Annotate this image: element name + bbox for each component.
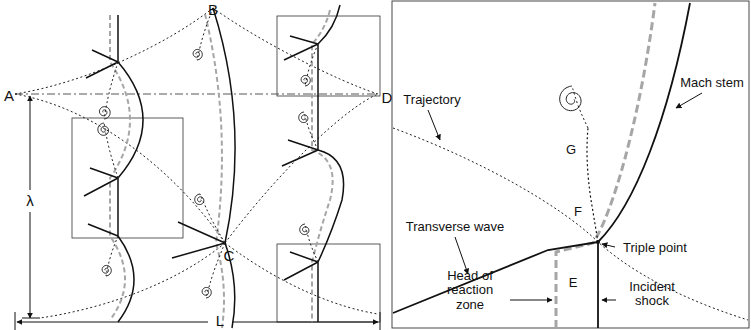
triple-point-dot bbox=[596, 240, 600, 244]
point-label: B bbox=[208, 2, 218, 19]
vortex-spiral bbox=[195, 194, 204, 205]
point-label: D bbox=[382, 90, 393, 107]
triple-point-trajectory bbox=[15, 8, 378, 318]
vortex-spiral bbox=[202, 287, 211, 298]
dimension-label: λ bbox=[26, 193, 34, 210]
callout-label: Trajectory bbox=[403, 93, 460, 107]
vortex-spiral bbox=[98, 123, 109, 135]
incident-shock bbox=[597, 242, 599, 328]
region-label: E bbox=[569, 276, 578, 290]
callout-label: Incident shock bbox=[621, 280, 683, 309]
symmetry-axis bbox=[15, 94, 378, 95]
slip-line bbox=[206, 243, 225, 298]
vortex-spiral bbox=[299, 112, 308, 123]
vortex-spiral bbox=[300, 224, 309, 235]
vortex-spiral bbox=[301, 75, 310, 86]
slip-line bbox=[305, 224, 318, 262]
point-label: A bbox=[4, 88, 14, 105]
point-label: C bbox=[224, 248, 235, 265]
reaction-zone-head bbox=[110, 10, 333, 328]
slip-line bbox=[106, 236, 118, 276]
callout-label: Triple point bbox=[622, 241, 688, 255]
shock-front bbox=[84, 5, 344, 328]
vortex-spiral bbox=[193, 49, 202, 60]
slip-line bbox=[304, 112, 318, 150]
region-label: G bbox=[566, 143, 576, 157]
slip-line bbox=[104, 123, 118, 178]
vortex-spiral bbox=[102, 265, 111, 276]
vortex-spiral bbox=[560, 86, 581, 111]
slip-line bbox=[587, 128, 598, 242]
transverse-wave bbox=[393, 242, 598, 313]
triple-point-trajectory bbox=[393, 128, 748, 320]
detail-frame bbox=[392, 1, 749, 328]
mach-stem bbox=[598, 3, 690, 242]
dimension-label: L bbox=[216, 313, 224, 330]
callout-label: Transverse wave bbox=[406, 220, 505, 234]
vortex-spiral bbox=[98, 8, 588, 298]
region-label: F bbox=[574, 205, 582, 219]
callout-label: Mach stem bbox=[680, 76, 744, 90]
callout-label: Head of reaction zone bbox=[436, 269, 504, 312]
vortex-spiral bbox=[99, 107, 110, 119]
